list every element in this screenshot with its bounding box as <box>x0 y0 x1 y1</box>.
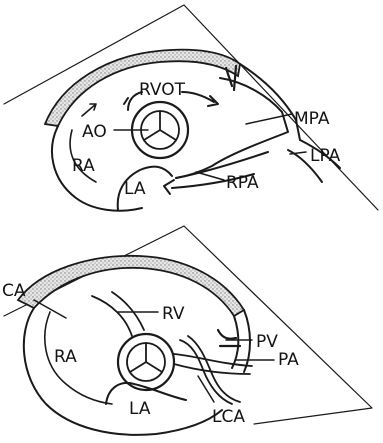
label-la-bottom: LA <box>129 399 151 419</box>
top-diagram: RVOT AO MPA RA LPA LA RPA <box>4 5 378 211</box>
bottom-leader-ca <box>34 300 66 318</box>
bottom-rv-septum <box>92 292 144 336</box>
label-rvot: RVOT <box>139 80 186 100</box>
bottom-leader-lca <box>198 376 214 402</box>
top-flow-arrow-right <box>182 92 218 106</box>
bottom-rvot-outline <box>232 310 250 372</box>
label-lca: LCA <box>212 407 245 427</box>
label-ca: CA <box>2 281 26 301</box>
label-lpa: LPA <box>310 146 341 166</box>
label-rv: RV <box>162 304 185 324</box>
label-rpa: RPA <box>226 173 259 193</box>
label-pa: PA <box>278 350 299 370</box>
label-la-top: LA <box>124 179 146 199</box>
top-ra-arrow <box>82 104 96 116</box>
bottom-diagram: CA RV PV RA PA LA LCA <box>2 226 372 435</box>
bottom-pulmonary-valve <box>218 330 240 346</box>
top-mpa-wall <box>240 64 300 140</box>
top-leader-rpa <box>196 172 224 180</box>
label-ra-top: RA <box>72 156 95 176</box>
label-ao: AO <box>82 122 107 142</box>
bottom-sector-outline <box>4 226 372 424</box>
label-pv: PV <box>256 332 278 352</box>
label-ra-bottom: RA <box>54 347 77 367</box>
bottom-rv-wall <box>18 256 244 316</box>
label-mpa: MPA <box>294 109 330 129</box>
